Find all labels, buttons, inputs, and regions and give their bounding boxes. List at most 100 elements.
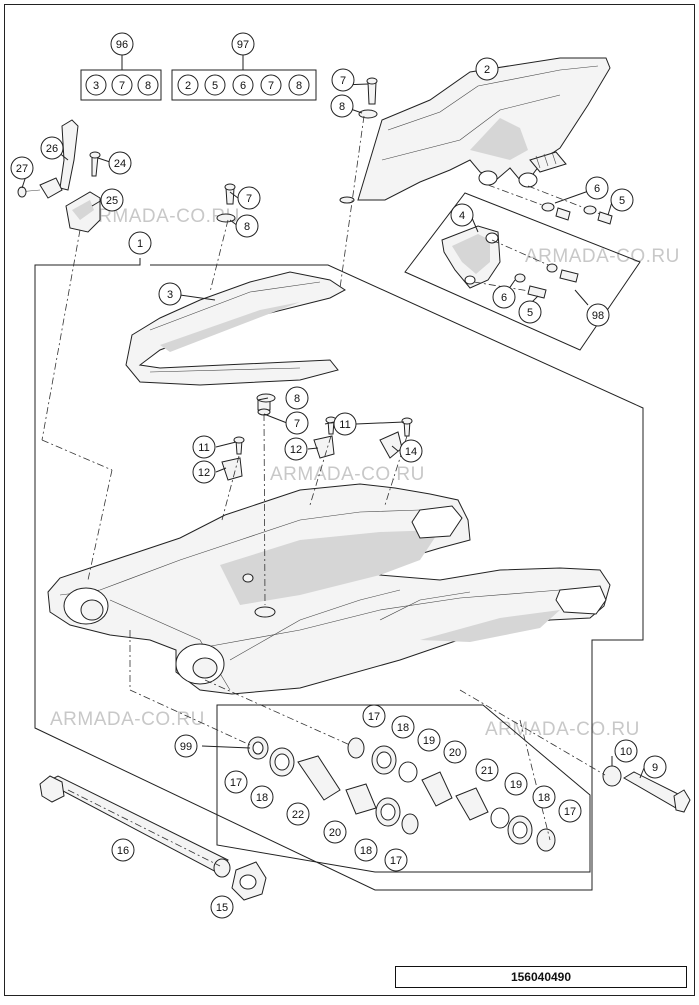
callouts: 1 2 3 4 5 5 6 6 7 7 7 8 8 8 9 10 11 11 1… <box>10 32 667 919</box>
callout-17: 17 <box>558 799 582 823</box>
callout-label: 22 <box>292 809 304 821</box>
callout-label: 16 <box>117 845 129 857</box>
callout-12: 12 <box>192 460 216 484</box>
callout-label: 27 <box>16 163 28 175</box>
watermark-text: ARMADA-CO.RU <box>85 206 240 227</box>
callout-label: 9 <box>652 762 658 774</box>
callout-11: 11 <box>192 435 216 459</box>
callout-6: 6 <box>585 176 609 200</box>
kit-item-label: 8 <box>296 80 302 92</box>
kit-item-label: 2 <box>185 80 191 92</box>
callout-98: 98 <box>586 303 610 327</box>
callout-96: 96 <box>110 32 134 56</box>
callout-label: 6 <box>501 292 507 304</box>
callout-8: 8 <box>285 386 309 410</box>
callout-2: 2 <box>475 57 499 81</box>
callout-label: 10 <box>620 746 632 758</box>
callout-label: 24 <box>114 158 126 170</box>
kit-item-label: 5 <box>212 80 218 92</box>
screws-top <box>216 77 413 455</box>
callout-label: 26 <box>46 143 58 155</box>
kit-96-items: 3 7 8 <box>85 74 159 96</box>
callout-26: 26 <box>40 136 64 160</box>
callout-label: 8 <box>244 221 250 233</box>
callout-3: 3 <box>158 282 182 306</box>
callout-label: 25 <box>106 195 118 207</box>
callout-label: 12 <box>290 444 302 456</box>
kit-item: 3 <box>85 74 107 96</box>
callout-16: 16 <box>111 838 135 862</box>
watermark-text: ARMADA-CO.RU <box>525 246 680 267</box>
callout-label: 4 <box>459 210 465 222</box>
callout-17: 17 <box>362 704 386 728</box>
diagram-frame <box>4 4 695 996</box>
watermark-text: ARMADA-CO.RU <box>270 464 425 485</box>
callout-8: 8 <box>235 214 259 238</box>
callout-label: 5 <box>619 195 625 207</box>
callout-label: 21 <box>481 765 493 777</box>
callout-label: 96 <box>116 39 128 51</box>
callout-7: 7 <box>285 411 309 435</box>
kit-item-label: 6 <box>240 80 246 92</box>
chain-guard-bolts <box>487 184 613 225</box>
callout-17: 17 <box>224 770 248 794</box>
callout-label: 7 <box>294 418 300 430</box>
callout-20: 20 <box>323 820 347 844</box>
callout-20: 20 <box>443 740 467 764</box>
callout-label: 5 <box>527 307 533 319</box>
callout-4: 4 <box>450 203 474 227</box>
group-outline-99 <box>216 704 591 873</box>
callout-19: 19 <box>417 728 441 752</box>
kit-item: 2 <box>177 74 199 96</box>
bearing-set <box>247 736 556 852</box>
callout-24: 24 <box>108 151 132 175</box>
callout-21: 21 <box>475 758 499 782</box>
callout-7: 7 <box>331 68 355 92</box>
callout-label: 17 <box>390 855 402 867</box>
callout-5: 5 <box>610 188 634 212</box>
swingarm <box>47 483 611 695</box>
sprocket-cover <box>441 225 579 299</box>
watermark-text: ARMADA-CO.RU <box>50 709 205 730</box>
callout-14: 14 <box>399 439 423 463</box>
callout-10: 10 <box>614 739 638 763</box>
callout-label: 3 <box>167 289 173 301</box>
callout-label: 17 <box>564 806 576 818</box>
callout-label: 11 <box>198 442 209 454</box>
callout-label: 8 <box>294 393 300 405</box>
callout-label: 18 <box>360 845 372 857</box>
drawing-number: 156040490 <box>395 966 687 988</box>
group-outline-98 <box>404 192 641 351</box>
callout-label: 12 <box>198 467 210 479</box>
callout-18: 18 <box>532 785 556 809</box>
callout-label: 99 <box>180 741 192 753</box>
callout-1: 1 <box>128 231 152 255</box>
callout-22: 22 <box>286 802 310 826</box>
callout-12: 12 <box>284 437 308 461</box>
kit-97-items: 2 5 6 7 8 <box>177 74 310 96</box>
callout-label: 97 <box>237 39 249 51</box>
callout-label: 2 <box>484 64 490 76</box>
callout-label: 8 <box>339 101 345 113</box>
callout-99: 99 <box>174 734 198 758</box>
swingarm-axle <box>39 775 267 901</box>
callout-label: 17 <box>368 711 380 723</box>
callout-label: 17 <box>230 777 242 789</box>
callout-label: 19 <box>423 735 435 747</box>
kit-item: 8 <box>288 74 310 96</box>
callout-label: 1 <box>137 238 143 250</box>
callout-label: 7 <box>340 75 346 87</box>
group-outline-swingarm <box>34 258 644 891</box>
callout-97: 97 <box>231 32 255 56</box>
kit-96 <box>80 54 162 101</box>
callout-label: 18 <box>538 792 550 804</box>
callout-label: 14 <box>405 446 417 458</box>
callout-label: 18 <box>397 722 409 734</box>
kit-item: 7 <box>111 74 133 96</box>
callout-5: 5 <box>518 300 542 324</box>
callout-18: 18 <box>391 715 415 739</box>
callout-7: 7 <box>237 186 261 210</box>
kit-item-label: 8 <box>145 80 151 92</box>
